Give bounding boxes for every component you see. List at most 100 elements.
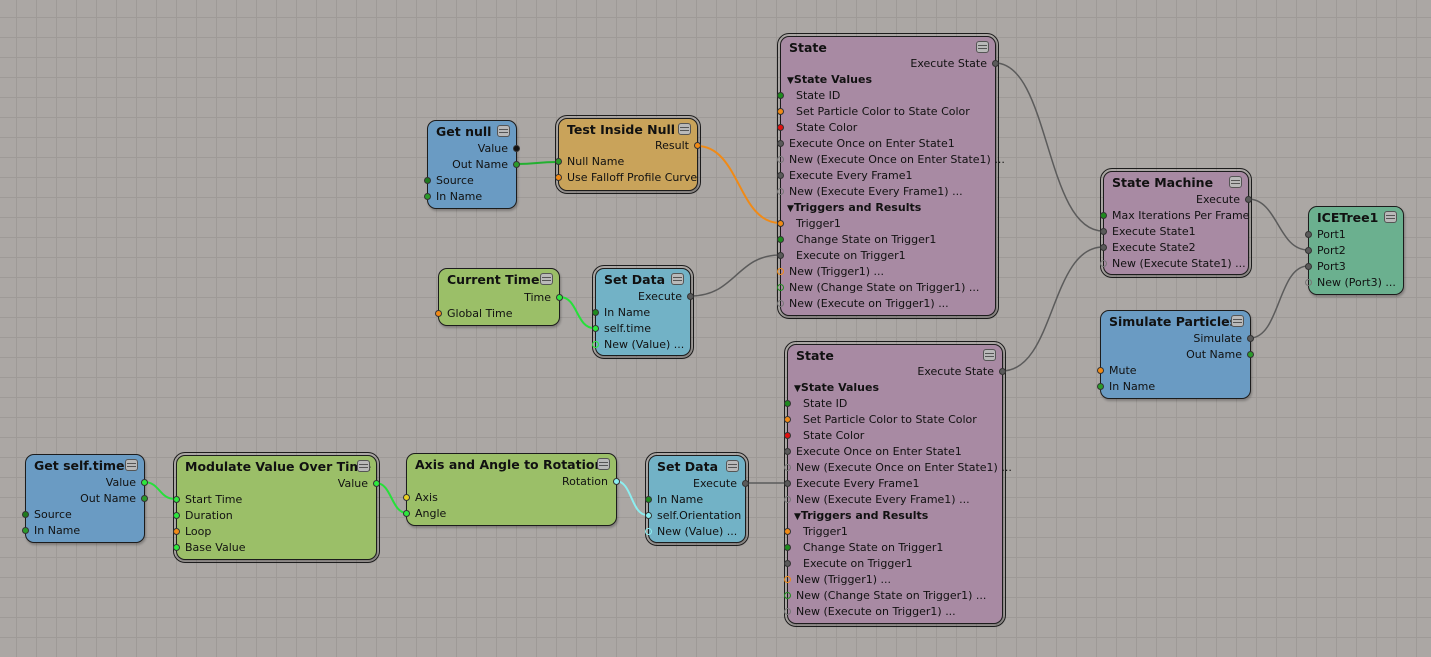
port-dot[interactable] — [777, 252, 784, 259]
port-dot[interactable] — [784, 480, 791, 487]
port-dot[interactable] — [999, 368, 1006, 375]
port-new-execute-on-trigger[interactable]: New (Execute on Trigger1) ... — [777, 296, 949, 312]
port-dot[interactable] — [1247, 351, 1254, 358]
wire-simulate-port3[interactable] — [1249, 265, 1309, 339]
port-dot[interactable] — [784, 608, 791, 615]
port-dot[interactable] — [645, 528, 652, 535]
wire-time-selftime[interactable] — [559, 296, 595, 329]
port-dot[interactable] — [22, 527, 29, 534]
wire-execute-executeontrigger[interactable] — [690, 254, 781, 297]
port-execute-state[interactable]: Execute State — [910, 56, 999, 72]
port-dot[interactable] — [424, 177, 431, 184]
wire-outname-nullname[interactable] — [516, 161, 558, 165]
port-source[interactable]: Source — [424, 173, 474, 189]
port-port2[interactable]: Port2 — [1305, 243, 1346, 259]
port-dot[interactable] — [784, 576, 791, 583]
port-dot[interactable] — [403, 494, 410, 501]
port-new-execute-on-trigger[interactable]: New (Execute on Trigger1) ... — [784, 604, 956, 620]
port-execute[interactable]: Execute — [638, 289, 694, 305]
node-simulate-particles[interactable]: Simulate Particles Simulate Out Name Mut… — [1097, 310, 1254, 399]
port-dot[interactable] — [1247, 335, 1254, 342]
port-dot[interactable] — [173, 512, 180, 519]
port-dot[interactable] — [424, 193, 431, 200]
port-source[interactable]: Source — [22, 507, 72, 523]
wire-state1-executestate1[interactable] — [994, 62, 1104, 232]
port-dot[interactable] — [435, 310, 442, 317]
port-simulate[interactable]: Simulate — [1193, 331, 1254, 347]
port-new-execute-state[interactable]: New (Execute State1) ... — [1100, 256, 1246, 272]
port-rotation[interactable]: Rotation — [562, 474, 620, 490]
port-dot[interactable] — [403, 510, 410, 517]
port-new-value[interactable]: New (Value) ... — [592, 337, 684, 353]
port-dot[interactable] — [555, 158, 562, 165]
wire-state2-executestate2[interactable] — [1001, 246, 1104, 372]
port-dot[interactable] — [777, 172, 784, 179]
port-dot[interactable] — [1245, 196, 1252, 203]
node-state-1[interactable]: State Execute State ▼State Values State … — [777, 33, 1005, 319]
port-out-name[interactable]: Out Name — [1186, 347, 1254, 363]
port-value[interactable]: Value — [338, 476, 380, 492]
port-dot[interactable] — [613, 478, 620, 485]
port-execute-state2[interactable]: Execute State2 — [1100, 240, 1196, 256]
port-trigger1[interactable]: Trigger1 — [784, 524, 848, 540]
menu-icon[interactable] — [1229, 176, 1242, 188]
port-dot[interactable] — [777, 188, 784, 195]
port-change-state[interactable]: Change State on Trigger1 — [777, 232, 936, 248]
group-state-values[interactable]: ▼State Values — [794, 381, 880, 394]
port-value[interactable]: Value — [478, 141, 520, 157]
port-new-execute-every-frame[interactable]: New (Execute Every Frame1) ... — [777, 184, 963, 200]
collapse-triangle-icon[interactable]: ▼ — [787, 76, 794, 86]
port-dot[interactable] — [784, 544, 791, 551]
port-set-particle-color[interactable]: Set Particle Color to State Color — [777, 104, 970, 120]
port-dot[interactable] — [992, 60, 999, 67]
port-dot[interactable] — [777, 220, 784, 227]
port-state-color[interactable]: State Color — [777, 120, 857, 136]
port-state-id[interactable]: State ID — [784, 396, 847, 412]
wire-value-starttime[interactable] — [143, 481, 176, 500]
group-triggers-results[interactable]: ▼Triggers and Results — [794, 509, 929, 522]
port-angle[interactable]: Angle — [403, 506, 446, 522]
port-change-state[interactable]: Change State on Trigger1 — [784, 540, 943, 556]
wire-rotation-orientation[interactable] — [615, 480, 648, 516]
port-dot[interactable] — [694, 142, 701, 149]
node-axis-angle-rotation[interactable]: Axis and Angle to Rotation Rotation Axis… — [403, 453, 620, 526]
port-value[interactable]: Value — [106, 475, 148, 491]
menu-icon[interactable] — [678, 123, 691, 135]
port-null-name[interactable]: Null Name — [555, 154, 624, 170]
port-dot[interactable] — [777, 140, 784, 147]
port-dot[interactable] — [1100, 244, 1107, 251]
port-time[interactable]: Time — [524, 290, 563, 306]
port-dot[interactable] — [784, 432, 791, 439]
port-dot[interactable] — [1305, 247, 1312, 254]
port-dot[interactable] — [1305, 231, 1312, 238]
port-dot[interactable] — [1100, 260, 1107, 267]
collapse-triangle-icon[interactable]: ▼ — [794, 512, 801, 522]
port-dot[interactable] — [784, 416, 791, 423]
port-dot[interactable] — [1305, 279, 1312, 286]
port-dot[interactable] — [592, 309, 599, 316]
port-dot[interactable] — [1097, 367, 1104, 374]
collapse-triangle-icon[interactable]: ▼ — [794, 384, 801, 394]
port-new-trigger[interactable]: New (Trigger1) ... — [784, 572, 891, 588]
port-dot[interactable] — [777, 300, 784, 307]
port-dot[interactable] — [784, 560, 791, 567]
port-new-value[interactable]: New (Value) ... — [645, 524, 737, 540]
node-current-time[interactable]: Current Time Time Global Time — [435, 268, 563, 326]
menu-icon[interactable] — [357, 460, 370, 472]
port-dot[interactable] — [777, 236, 784, 243]
port-dot[interactable] — [645, 512, 652, 519]
wire-sm-port2[interactable] — [1247, 198, 1309, 251]
port-axis[interactable]: Axis — [403, 490, 438, 506]
port-new-execute-every-frame[interactable]: New (Execute Every Frame1) ... — [784, 492, 970, 508]
menu-icon[interactable] — [125, 459, 138, 471]
port-use-falloff[interactable]: Use Falloff Profile Curve — [555, 170, 697, 186]
node-set-data-time[interactable]: Set Data Execute In Name self.time New (… — [592, 265, 694, 359]
menu-icon[interactable] — [671, 273, 684, 285]
menu-icon[interactable] — [983, 349, 996, 361]
port-trigger1[interactable]: Trigger1 — [777, 216, 841, 232]
port-dot[interactable] — [1305, 263, 1312, 270]
port-dot[interactable] — [784, 464, 791, 471]
menu-icon[interactable] — [597, 458, 610, 470]
port-dot[interactable] — [373, 480, 380, 487]
port-new-execute-once[interactable]: New (Execute Once on Enter State1) ... — [784, 460, 1012, 476]
